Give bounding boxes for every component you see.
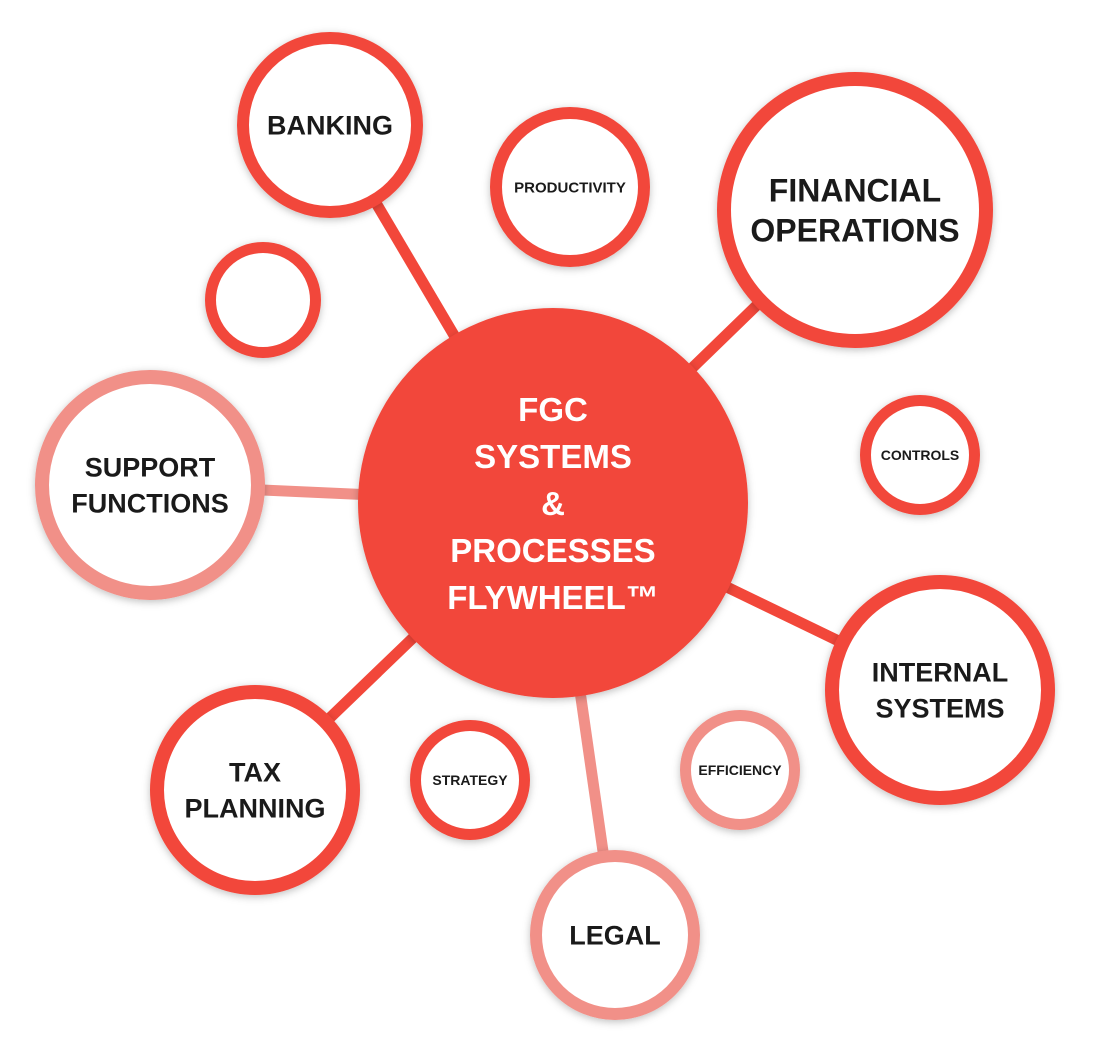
hub-label-4: PROCESSES xyxy=(450,532,655,569)
node-label-productivity: PRODUCTIVITY xyxy=(514,179,626,196)
node-internal-systems xyxy=(825,575,1055,805)
node-label-legal: LEGAL xyxy=(569,921,661,951)
node-productivity xyxy=(490,107,650,267)
node-strategy xyxy=(410,720,530,840)
node-efficiency xyxy=(680,710,800,830)
node-label-efficiency: EFFICIENCY xyxy=(698,762,782,778)
hub-label-1: FGC xyxy=(518,391,588,428)
node-label-financial-operations-1: FINANCIAL xyxy=(769,173,941,209)
node-label-internal-systems-1: INTERNAL xyxy=(872,658,1009,688)
node-legal xyxy=(530,850,700,1020)
node-label-support-functions-2: FUNCTIONS xyxy=(71,489,229,519)
hub-label-2: SYSTEMS xyxy=(474,438,632,475)
node-label-controls: CONTROLS xyxy=(881,447,960,463)
node-empty xyxy=(205,242,321,358)
node-label-tax-planning-1: TAX xyxy=(229,758,281,788)
hub-label-3: & xyxy=(541,485,565,522)
node-label-support-functions-1: SUPPORT xyxy=(85,453,216,483)
node-label-internal-systems-2: SYSTEMS xyxy=(875,694,1004,724)
node-label-tax-planning-2: PLANNING xyxy=(185,794,326,824)
nodes-group xyxy=(35,32,1055,1020)
node-label-strategy: STRATEGY xyxy=(432,772,508,788)
hub-label-5: FLYWHEEL™ xyxy=(447,579,658,616)
labels-group: BANKING PRODUCTIVITY FINANCIAL OPERATIONS CO… xyxy=(71,111,1008,951)
node-tax-planning xyxy=(150,685,360,895)
hub-circle xyxy=(358,308,748,698)
node-label-banking: BANKING xyxy=(267,111,393,141)
node-banking xyxy=(237,32,423,218)
node-financial-operations xyxy=(717,72,993,348)
node-label-financial-operations-2: OPERATIONS xyxy=(750,213,959,249)
node-support-functions xyxy=(35,370,265,600)
node-controls xyxy=(860,395,980,515)
